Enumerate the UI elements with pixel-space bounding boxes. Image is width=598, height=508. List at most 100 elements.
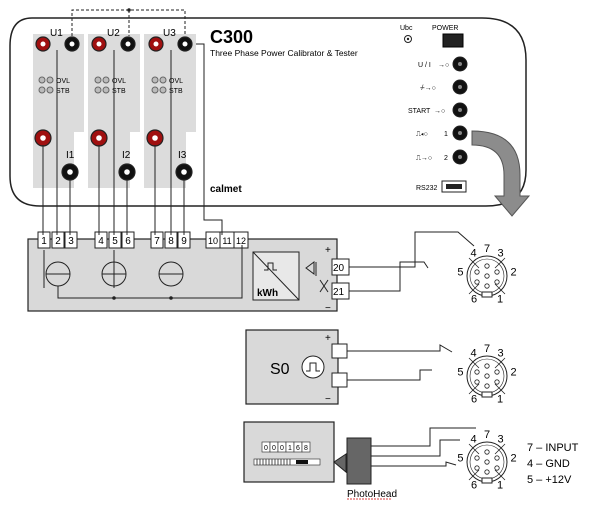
output-arrow [471,130,531,217]
ovl-label-2: OVL [112,78,126,85]
connector-pin-label: 5 [457,366,463,378]
connector-pin [474,269,480,275]
voltage-jacks [35,36,193,52]
connector-pin-label: 2 [511,452,517,464]
channel-label-i2: I2 [122,150,131,161]
meter-terminal-label: 4 [98,236,104,247]
connector-pin [474,379,480,385]
connector-pin [484,383,490,389]
meter-terminal-label: 1 [41,236,47,247]
connector-pin [484,449,490,455]
connector-pin-label: 7 [484,343,490,355]
connector-pin [494,369,500,375]
meter-terminal [64,231,78,249]
channel-label-u3: U3 [163,28,176,39]
connector-pin [494,379,500,385]
port-icon-ui-symbol: -̸-→○ [420,84,436,92]
meter-terminal-label: 6 [125,236,131,247]
connector-pin-label: 6 [471,394,477,406]
connector-pin [494,465,500,471]
port-label-1: 1 [444,131,448,138]
connector-pin [474,455,480,461]
connector-pin [494,455,500,461]
connector-pin-label: 3 [497,348,503,360]
meter-terminal-label: 5 [112,236,118,247]
photohead-body [346,437,372,485]
connector-pin [474,369,480,375]
power-switch [442,33,464,48]
connector-pin-label: 4 [470,248,476,260]
connector-pin [484,373,490,379]
connector-pin [484,283,490,289]
connector-pin-label: 7 [484,243,490,255]
meter-plus: + [325,245,331,256]
device-model: C300 [210,27,253,47]
channel-label-i3: I3 [178,150,187,161]
port-label-start: START [408,108,431,115]
display-digit: 0 [264,445,268,452]
meter-disc-scale [253,458,321,466]
pulse-port-icon-1: ⎍◂○ [416,131,428,138]
connector-pin-label: 3 [497,434,503,446]
terminal-21-label: 21 [333,287,345,298]
port-label-2: 2 [444,155,448,162]
ovl-label-1: OVL [56,78,70,85]
connector-pin-label: 2 [511,266,517,278]
connector-pin [484,363,490,369]
device-to-meter-wires [42,43,223,235]
meter-terminal-label: 9 [181,236,187,247]
s0-terminal-plus [331,343,348,359]
meter-terminal-label: 11 [222,236,231,246]
meter-terminal [94,231,108,249]
meter-terminal-label: 3 [68,236,74,247]
optocoupler [305,261,329,293]
s0-plus: + [325,333,331,344]
meter-terminal-label: 10 [208,236,218,246]
status-indicators: OVL STB OVL STB OVL STB [38,76,183,95]
pulse-port-icon-2: ⎍→○ [416,155,432,162]
connector-pin [494,269,500,275]
connector-pin [474,279,480,285]
pulse-wiring [347,231,476,467]
meter-terminal [108,231,122,249]
meter-terminal [121,231,135,249]
svg-text:→○: →○ [434,108,445,115]
legend-12v: 5 – +12V [527,474,572,486]
connector-pin [494,279,500,285]
kwh-label: kWh [257,288,278,299]
rs232-label: RS232 [416,185,438,192]
connector-pin-label: 6 [471,294,477,306]
connector-pin-label: 1 [497,394,503,406]
device-brand: calmet [210,184,242,195]
stb-label-1: STB [56,88,70,95]
connector-pin-label: 4 [470,348,476,360]
meter-terminal-label: 2 [55,236,61,247]
channel-label-i1: I1 [66,150,75,161]
port-label-ui: U / I [418,62,431,69]
photohead-label: PhotoHead [347,489,397,500]
ubc-label: Ubc [400,25,413,32]
display-digit: 8 [304,445,308,452]
current-coils [43,250,184,288]
connector-pin [484,263,490,269]
right-ports: U / I →○ -̸-→○ START →○ ⎍◂○ 1 ⎍→○ 2 [408,56,468,165]
channel-label-u1: U1 [50,28,63,39]
connector-pin [484,273,490,279]
connector-pin-label: 3 [497,248,503,260]
terminal-20-label: 20 [333,263,345,274]
power-label: POWER [432,25,458,32]
display-digit-cell [301,441,311,453]
stb-label-2: STB [112,88,126,95]
photohead-sensor [333,453,347,474]
meter-terminal [233,231,249,249]
display-digit: 0 [272,445,276,452]
meter-terminal-label: 12 [236,236,246,246]
legend-input: 7 – INPUT [527,442,579,454]
connector-pin-label: 7 [484,429,490,441]
display-digit: 0 [280,445,284,452]
